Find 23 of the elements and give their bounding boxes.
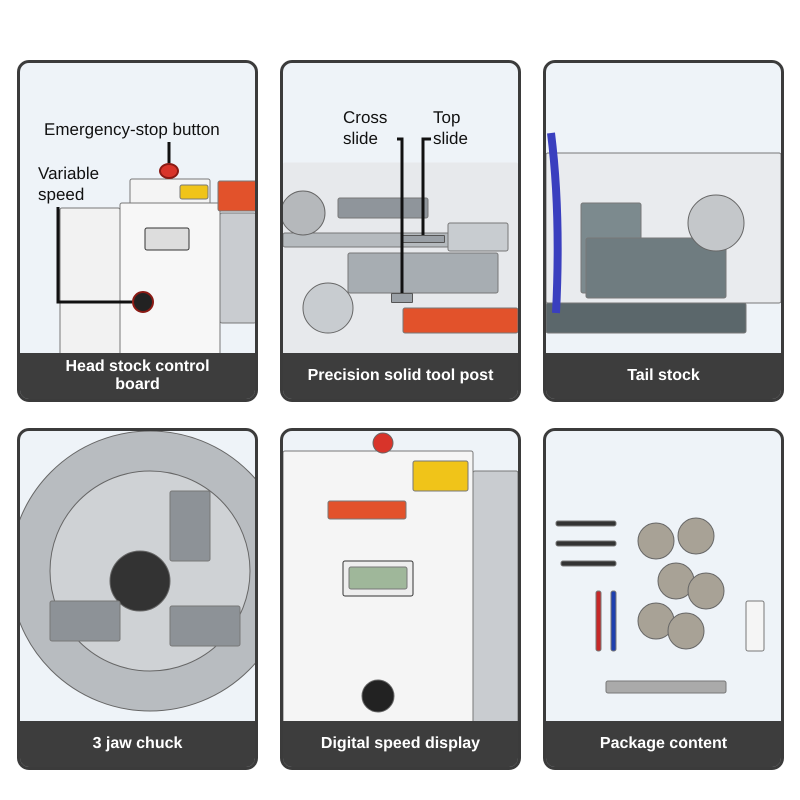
card-title: Precision solid tool post [306, 367, 494, 385]
product-card [543, 428, 784, 770]
card-title: 3 jaw chuck [92, 735, 184, 753]
callout-label: Top slide [433, 107, 481, 149]
product-card [280, 428, 521, 770]
stop-button-drawing [159, 163, 179, 179]
callout-label: Cross slide [343, 107, 395, 149]
card-title: Digital speed display [320, 735, 482, 753]
card-title: Package content [598, 735, 728, 753]
leader-line [168, 142, 170, 163]
leader-line [422, 138, 431, 235]
card-title: Head stock control board [64, 358, 211, 394]
callout-label: Variable speed [38, 163, 118, 205]
product-card [17, 428, 258, 770]
product-card [543, 60, 784, 402]
leader-line [397, 138, 404, 293]
slide-part [401, 235, 445, 243]
card-title: Tail stock [626, 367, 701, 385]
slide-part [391, 293, 413, 303]
product-card [17, 60, 258, 402]
callout-label: Emergency-stop button [44, 119, 254, 140]
leader-line [56, 207, 132, 304]
product-card [280, 60, 521, 402]
